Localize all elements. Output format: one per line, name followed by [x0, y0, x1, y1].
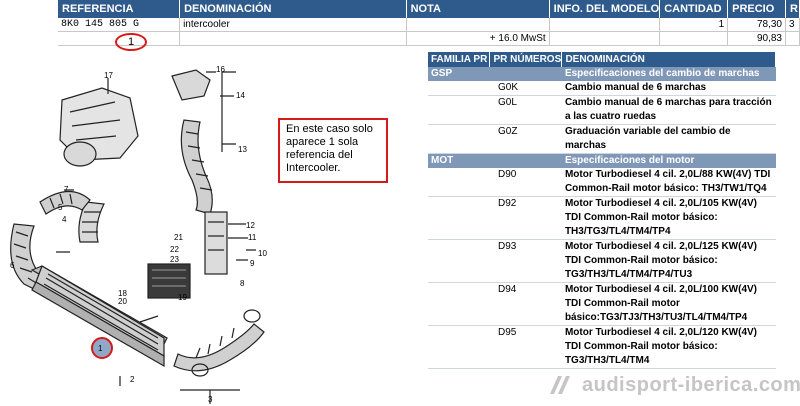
pr-code: G0K: [428, 81, 562, 96]
table-row[interactable]: D95 Motor Turbodiesel 4 cil. 2,0L/120 KW…: [428, 325, 776, 369]
svg-text:12: 12: [246, 221, 255, 230]
svg-text:5: 5: [58, 203, 63, 212]
col-r[interactable]: R: [785, 0, 800, 18]
pr-code: D90: [428, 168, 562, 197]
pr-description: Motor Turbodiesel 4 cil. 2,0L/88 KW(4V) …: [561, 168, 776, 197]
pr-group-title: Especificaciones del cambio de marchas: [561, 67, 776, 81]
watermark-logo-icon: [550, 376, 570, 394]
part-reference[interactable]: 8K0 145 805 G: [58, 18, 181, 32]
svg-text:1: 1: [98, 344, 103, 353]
pr-description: Motor Turbodiesel 4 cil. 2,0L/120 KW(4V)…: [561, 325, 776, 369]
parts-table: REFERENCIA DENOMINACIÓN NOTA INFO. DEL M…: [58, 0, 800, 46]
pr-group-title: Especificaciones del motor: [561, 153, 776, 168]
pr-description: Motor Turbodiesel 4 cil. 2,0L/100 KW(4V)…: [561, 282, 776, 326]
table-row[interactable]: D92 Motor Turbodiesel 4 cil. 2,0L/105 KW…: [428, 196, 776, 240]
pr-group-row-gsp: GSP Especificaciones del cambio de march…: [428, 67, 776, 81]
col-familia-pr[interactable]: FAMILIA PR: [428, 52, 491, 67]
pr-code: G0L: [428, 95, 562, 125]
pr-code: D93: [428, 239, 562, 283]
col-info-modelo[interactable]: INFO. DEL MODELO: [549, 0, 661, 18]
svg-text:8: 8: [240, 279, 245, 288]
svg-text:14: 14: [236, 91, 245, 100]
pr-code: D92: [428, 196, 562, 240]
part-price: 78,30: [727, 18, 786, 32]
svg-text:21: 21: [174, 233, 183, 242]
svg-text:20: 20: [118, 297, 127, 306]
pr-table-header: FAMILIA PR PR NÚMEROS DENOMINACIÓN: [428, 52, 776, 67]
svg-text:22: 22: [170, 245, 179, 254]
circled-item-number: 1: [115, 33, 147, 51]
pr-family: MOT: [428, 153, 490, 168]
pr-numbers-table: FAMILIA PR PR NÚMEROS DENOMINACIÓN GSP E…: [428, 52, 776, 369]
svg-text:7: 7: [64, 185, 69, 194]
pr-description: Graduación variable del cambio de marcha…: [561, 124, 776, 154]
table-row[interactable]: 8K0 145 805 G intercooler 1 78,30 3: [58, 18, 800, 32]
svg-text:19: 19: [178, 293, 187, 302]
svg-text:23: 23: [170, 255, 179, 264]
tax-note: + 16.0 MwSt: [406, 31, 550, 46]
parts-table-header: REFERENCIA DENOMINACIÓN NOTA INFO. DEL M…: [58, 0, 800, 18]
col-nota[interactable]: NOTA: [406, 0, 550, 18]
col-denominacion-pr[interactable]: DENOMINACIÓN: [561, 52, 776, 67]
col-precio[interactable]: PRECIO: [727, 0, 786, 18]
svg-text:16: 16: [216, 65, 225, 74]
pr-code: G0Z: [428, 124, 562, 154]
svg-text:3: 3: [208, 395, 213, 404]
svg-text:4: 4: [62, 215, 67, 224]
col-denominacion[interactable]: DENOMINACIÓN: [179, 0, 407, 18]
svg-text:11: 11: [248, 233, 257, 242]
table-row[interactable]: D90 Motor Turbodiesel 4 cil. 2,0L/88 KW(…: [428, 168, 776, 197]
table-row[interactable]: D93 Motor Turbodiesel 4 cil. 2,0L/125 KW…: [428, 239, 776, 283]
col-cantidad[interactable]: CANTIDAD: [659, 0, 729, 18]
col-referencia[interactable]: REFERENCIA: [58, 0, 181, 18]
svg-text:18: 18: [118, 289, 127, 298]
table-row[interactable]: G0L Cambio manual de 6 marchas para trac…: [428, 95, 776, 125]
table-row[interactable]: G0K Cambio manual de 6 marchas: [428, 81, 776, 96]
pr-code: D95: [428, 325, 562, 369]
pr-group-row-mot: MOT Especificaciones del motor: [428, 153, 776, 168]
part-denomination: intercooler: [179, 18, 407, 32]
table-row[interactable]: G0Z Graduación variable del cambio de ma…: [428, 124, 776, 154]
pr-family: GSP: [428, 67, 490, 81]
col-pr-numeros[interactable]: PR NÚMEROS: [489, 52, 563, 67]
table-row[interactable]: D94 Motor Turbodiesel 4 cil. 2,0L/100 KW…: [428, 282, 776, 326]
pr-description: Cambio manual de 6 marchas para tracción…: [561, 95, 776, 125]
svg-text:9: 9: [250, 259, 255, 268]
table-row-tax: + 16.0 MwSt 90,83: [58, 31, 800, 46]
pr-code: D94: [428, 282, 562, 326]
annotation-callout: En este caso solo aparece 1 sola referen…: [278, 118, 388, 183]
watermark-text: audisport-iberica.com: [582, 374, 800, 396]
part-r: 3: [785, 18, 800, 32]
pr-description: Motor Turbodiesel 4 cil. 2,0L/125 KW(4V)…: [561, 239, 776, 283]
part-model-info: [549, 18, 661, 32]
parts-diagram: 17 16 14 13 7 5 4 6 1 2 3 19 18 20 22 21…: [10, 65, 267, 404]
pr-description: Motor Turbodiesel 4 cil. 2,0L/105 KW(4V)…: [561, 196, 776, 240]
part-note: [406, 18, 550, 32]
part-quantity: 1: [659, 18, 729, 32]
pr-description: Cambio manual de 6 marchas: [561, 81, 776, 96]
svg-text:13: 13: [238, 145, 247, 154]
svg-text:10: 10: [258, 249, 267, 258]
svg-text:2: 2: [130, 375, 135, 384]
svg-text:6: 6: [10, 261, 15, 270]
svg-text:17: 17: [104, 71, 113, 80]
price-with-tax: 90,83: [727, 31, 786, 46]
